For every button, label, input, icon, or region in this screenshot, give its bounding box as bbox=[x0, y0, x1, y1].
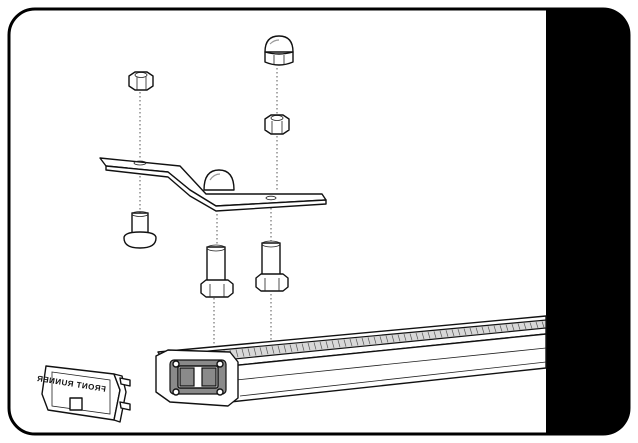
slat-rib bbox=[487, 326, 491, 333]
slat-rib bbox=[295, 343, 299, 352]
slat-rib bbox=[541, 321, 545, 328]
slat-rib bbox=[535, 321, 539, 329]
slat-rib bbox=[391, 335, 395, 343]
leader-lines bbox=[139, 68, 278, 350]
slat-rib bbox=[361, 337, 365, 345]
slat-rib bbox=[451, 329, 455, 337]
slat-rib bbox=[403, 333, 407, 341]
slat-rib bbox=[253, 347, 257, 356]
slat-rib bbox=[469, 327, 473, 335]
t-bolt-icon bbox=[200, 244, 234, 298]
slat-rib bbox=[331, 340, 335, 348]
mounting-bracket-icon bbox=[99, 157, 327, 212]
slat-rib bbox=[529, 322, 533, 329]
slat-rib bbox=[517, 323, 521, 330]
slat-rib bbox=[457, 328, 461, 336]
slat-rib bbox=[241, 348, 245, 357]
slat-rib bbox=[283, 344, 287, 353]
aluminium-slat-icon bbox=[155, 315, 547, 407]
hex-nut-icon bbox=[128, 71, 154, 91]
slat-rib bbox=[385, 335, 389, 343]
slat-rib bbox=[247, 348, 251, 357]
slat-rib bbox=[439, 330, 443, 338]
slat-rib bbox=[373, 336, 377, 344]
slat-rib bbox=[421, 332, 425, 340]
slat-rib bbox=[259, 347, 263, 355]
slat-rib bbox=[475, 327, 479, 334]
slat-rib bbox=[379, 336, 383, 344]
slat-rib bbox=[277, 345, 281, 354]
slat-rib bbox=[337, 340, 341, 348]
slat-rib bbox=[307, 342, 311, 351]
slat-rib bbox=[301, 343, 305, 351]
slat-rib bbox=[505, 324, 509, 331]
slat-rib bbox=[265, 346, 269, 355]
t-bolt-icon bbox=[123, 211, 157, 249]
slat-rib bbox=[289, 344, 293, 352]
slat-rib bbox=[523, 322, 527, 330]
slat-rib bbox=[427, 331, 431, 339]
slat-rib bbox=[349, 338, 353, 347]
slat-rib bbox=[415, 332, 419, 340]
slat-rib bbox=[355, 338, 359, 346]
slat-rib bbox=[445, 330, 449, 337]
slat-rib bbox=[325, 341, 329, 349]
acorn-nut-icon bbox=[264, 35, 294, 66]
slat-rib bbox=[433, 331, 437, 338]
slat-rib bbox=[463, 328, 467, 336]
slat-rib bbox=[235, 349, 239, 358]
slat-rib bbox=[397, 334, 401, 342]
slat-rib bbox=[367, 337, 371, 345]
slat-rib bbox=[271, 346, 275, 354]
slat-end-cap-icon: FRONT RUNNER bbox=[36, 365, 131, 423]
slat-rib bbox=[343, 339, 347, 347]
slat-rib bbox=[511, 324, 515, 331]
slat-rib bbox=[409, 333, 413, 341]
t-bolt-icon bbox=[255, 240, 289, 292]
slat-rib bbox=[319, 341, 323, 350]
slat-rib bbox=[499, 325, 503, 332]
slat-rib bbox=[481, 326, 485, 334]
side-panel bbox=[546, 9, 629, 434]
slat-rib bbox=[313, 342, 317, 350]
slat-rib bbox=[493, 325, 497, 333]
hex-nut-icon bbox=[264, 114, 290, 135]
